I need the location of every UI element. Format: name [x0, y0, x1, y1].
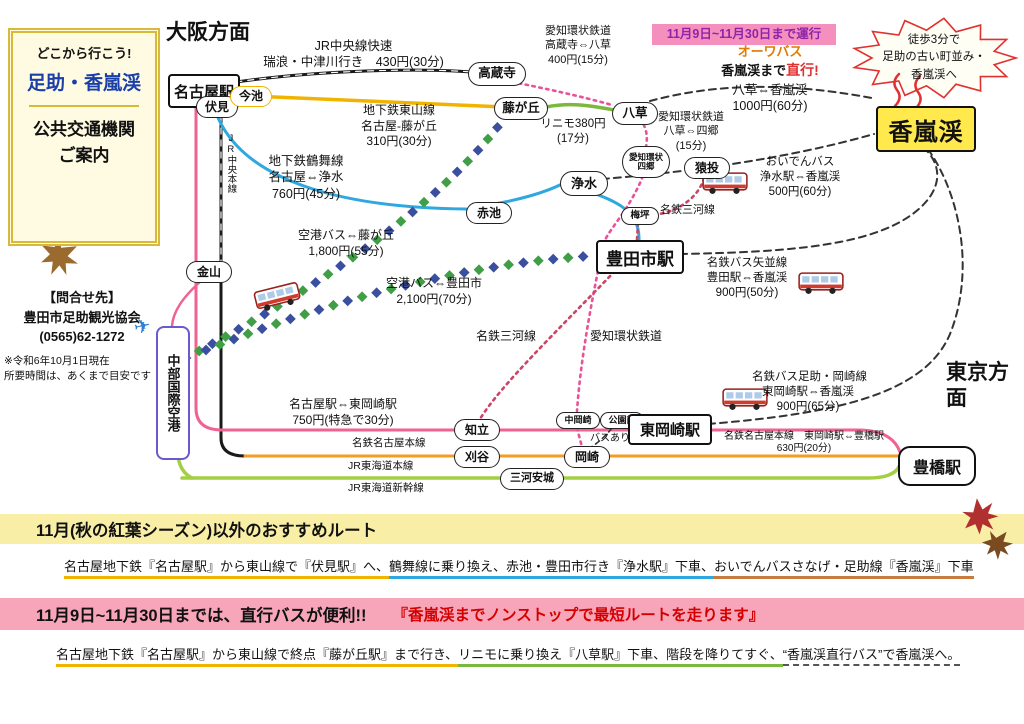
label-airport-bus-fujigaoka: 空港バス⇔藤が丘 1,800円(55分): [297, 228, 394, 258]
label-jr-chuo-rapid: JR中央線快速 瑞浪・中津川行き 430円(30分): [263, 39, 444, 70]
direction-tokyo: 東京方面: [946, 361, 1009, 411]
label-mikawa-line-lower: 名鉄三河線: [476, 329, 537, 343]
station-imaike: 今池: [230, 86, 272, 107]
label-tsurumai-line: 地下鉄鶴舞線 名古屋⇔浄水 760円(45分): [268, 154, 344, 201]
label-aikan-lower: 愛知環状鉄道: [590, 329, 663, 343]
poster-title: 足助・香嵐渓: [26, 73, 141, 94]
station-sanage: 猿投: [684, 157, 730, 179]
service-period-banner: 11月9日~11月30日まで運行: [652, 24, 836, 45]
label-mikawa-line-upper: 名鉄三河線: [660, 204, 715, 216]
contact-org: 豊田市足助観光協会: [23, 309, 141, 325]
station-kariya: 刈谷: [454, 446, 500, 468]
label-yanami-bus: 名鉄バス矢並線 豊田駅⇔香嵐渓 900円(50分): [706, 257, 788, 299]
station-okazaki: 岡崎: [564, 446, 610, 468]
red-squiggle-arrow: [914, 74, 922, 110]
red-squiggle-arrow: [893, 72, 901, 108]
station-higashi-okazaki: 東岡崎駅: [628, 414, 712, 445]
direction-osaka: 大阪方面: [166, 21, 250, 44]
station-toyohashi: 豊橋駅: [898, 446, 976, 486]
label-jr-chuo-main: JR中央本線: [225, 133, 237, 193]
orwa-name: オーワバス: [737, 44, 803, 59]
label-airport-bus-toyota: 空港バス⇔豊田市 2,100円(70分): [385, 276, 482, 306]
label-oiden-bus: おいでんバス 浄水駅⇔香嵐渓 500円(60分): [759, 156, 841, 198]
recommended-route-heading: 11月(秋の紅葉シーズン)以外のおすすめルート: [36, 522, 378, 540]
label-toyohashi-fare: 名鉄名古屋本線 東岡崎駅⇔豊橋駅 630円(20分): [724, 431, 884, 454]
station-umetsubo: 梅坪: [621, 207, 659, 225]
divider: [28, 105, 140, 107]
tagline: どこから行こう!: [36, 46, 132, 61]
label-meitetsu-express: 名古屋駅⇔東岡崎駅 750円(特急で30分): [288, 397, 397, 427]
direct-bus-bar: 11月9日~11月30日までは、直行バスが便利!! 『香嵐渓までノンストップで最…: [0, 598, 1024, 630]
direct-bus-route-text: 名古屋地下鉄『名古屋駅』から東山線で終点『藤が丘駅』まで行き、リニモに乗り換え『…: [56, 644, 961, 667]
destination-korankei: 香嵐渓: [876, 106, 976, 152]
orwa-bus-note: オーワバス 香嵐渓まで直行! 八草⇔香嵐渓 1000円(60分): [694, 44, 846, 114]
maple-leaves-decor-bottom: [962, 498, 1013, 560]
station-shigo: 愛知環状 四郷: [622, 146, 670, 178]
label-aikan-yakusa-shigo: 愛知環状鉄道 八草⇔四郷 (15分): [658, 111, 724, 152]
station-akaike: 赤池: [466, 202, 512, 224]
station-fujigaoka: 藤が丘: [494, 97, 548, 120]
station-fushimi: 伏見: [196, 96, 238, 118]
recommended-route-text: 名古屋地下鉄『名古屋駅』から東山線で『伏見駅』へ、鶴舞線に乗り換え、赤池・豊田市…: [64, 556, 974, 579]
label-higashiyama-line: 地下鉄東山線 名古屋-藤が丘 310円(30分): [361, 103, 437, 149]
station-josui: 浄水: [560, 171, 608, 196]
title-panel: どこから行こう! 足助・香嵐渓 公共交通機関 ご案内: [8, 28, 160, 246]
label-linimo: リニモ380円 (17分): [540, 118, 606, 145]
contact-phone: (0565)62-1272: [39, 329, 125, 344]
subtitle-line2: ご案内: [58, 145, 110, 165]
station-mikawa-anjo: 三河安城: [500, 468, 564, 490]
station-naka-okazaki: 中岡崎: [556, 412, 600, 429]
bus-icon: [798, 272, 844, 295]
contact-label: 【問合せ先】: [42, 290, 121, 305]
station-chubu-airport: 中部国際空港: [156, 326, 190, 460]
label-meitetsu-main: 名鉄名古屋本線: [352, 437, 426, 449]
subtitle-line1: 公共交通機関: [33, 120, 135, 139]
direct-bus-heading: 11月9日~11月30日までは、直行バスが便利!!: [36, 607, 367, 625]
station-kanayama: 金山: [186, 261, 232, 283]
disclaimer-note: ※令和6年10月1日現在 所要時間は、あくまで目安です: [4, 355, 151, 383]
station-toyotashi: 豊田市駅: [596, 240, 684, 274]
label-aikan-kozoji-yakusa: 愛知環状鉄道 高蔵寺⇔八草 400円(15分): [545, 25, 611, 66]
label-jr-shinkansen: JR東海道新幹線: [348, 482, 424, 494]
direct-bus-subheading: 『香嵐渓までノンストップで最短ルートを走ります』: [392, 607, 765, 624]
label-bus-available: バスあり: [590, 433, 630, 444]
contact-info: 【問合せ先】 豊田市足助観光協会 (0565)62-1272: [4, 288, 160, 347]
label-jr-tokaido: JR東海道本線: [348, 460, 414, 472]
station-yakusa: 八草: [612, 102, 658, 125]
recommended-route-bar: 11月(秋の紅葉シーズン)以外のおすすめルート: [0, 514, 1024, 544]
station-chiryu: 知立: [454, 419, 500, 441]
station-kozoji: 高蔵寺: [468, 62, 526, 86]
walk-burst-text: 徒歩3分で 足助の古い町並み・ 香嵐渓へ: [882, 34, 986, 81]
label-asuke-okazaki-bus: 名鉄バス足助・岡崎線 東岡崎駅⇔香嵐渓 900円(65分): [752, 371, 867, 413]
